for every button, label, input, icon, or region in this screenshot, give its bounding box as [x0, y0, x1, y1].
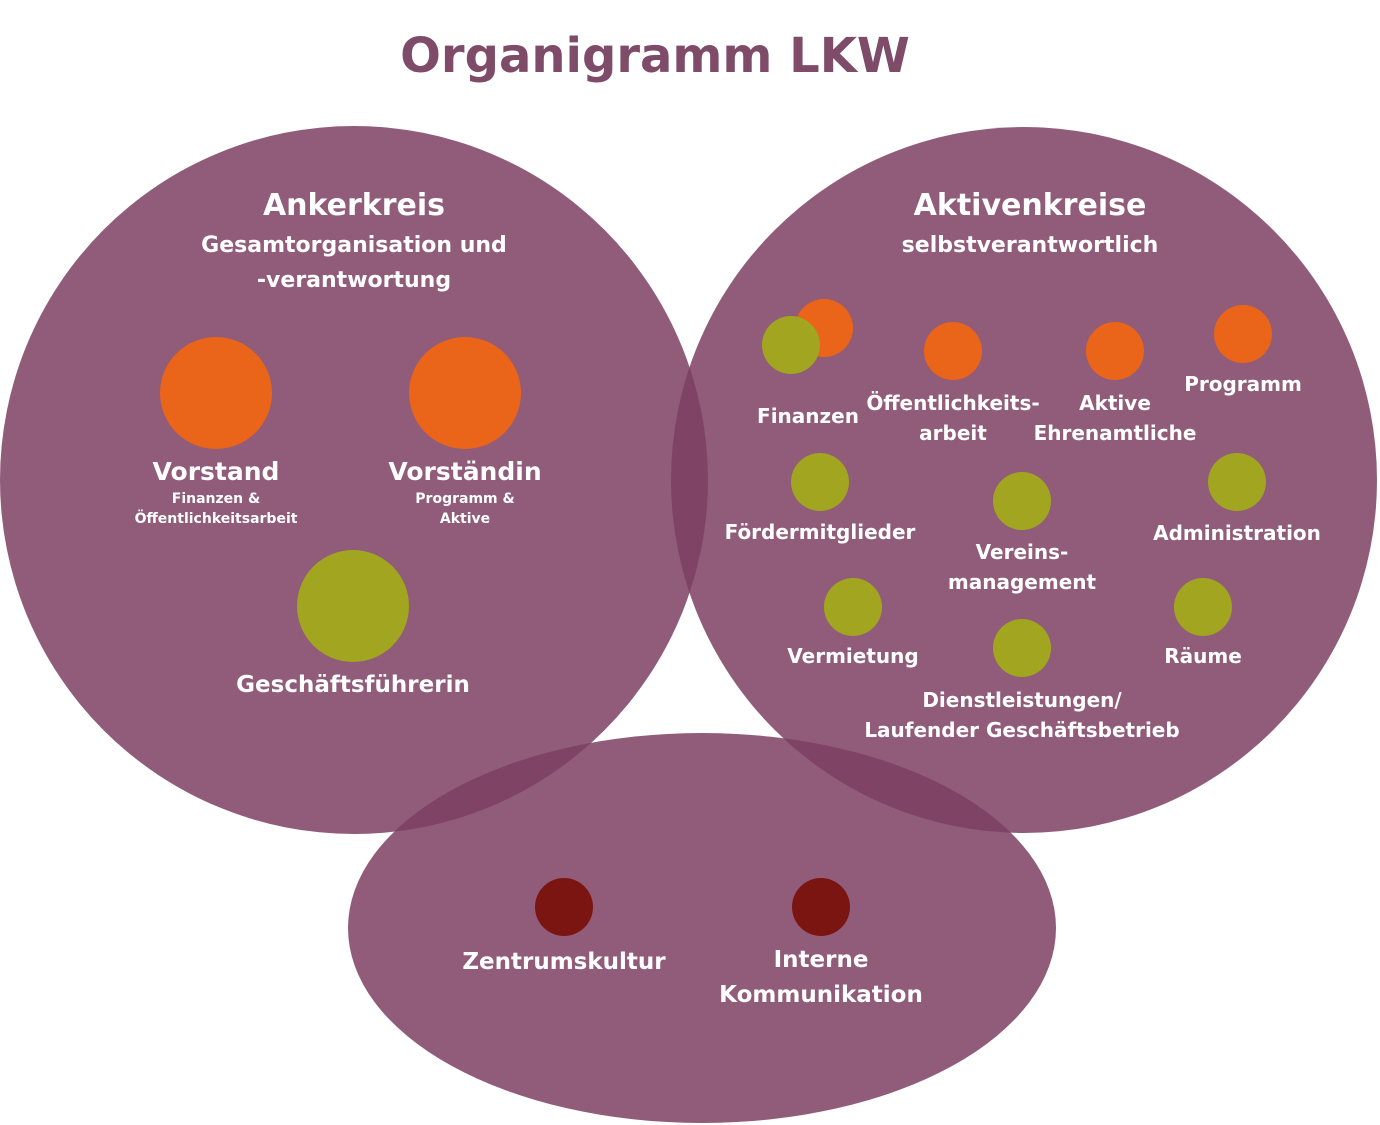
vorstaendin-node	[409, 337, 521, 449]
ankerkreis-subtitle-line1: Gesamtorganisation und	[201, 233, 507, 258]
vereinsmanagement-node	[993, 472, 1051, 530]
aktivenkreise-subtitle: selbstverantwortlich	[902, 233, 1159, 258]
oeffentlichkeitsarbeit-label-line2: arbeit	[919, 421, 987, 445]
vorstaendin-detail-line1: Programm &	[415, 491, 514, 507]
dienstleistungen-label-line2: Laufender Geschäftsbetrieb	[864, 718, 1179, 742]
vermietung-label: Vermietung	[787, 644, 918, 668]
oeffentlichkeitsarbeit-node	[924, 322, 982, 380]
foerdermitglieder-node	[791, 453, 849, 511]
raeume-label: Räume	[1164, 644, 1242, 668]
vereinsmanagement-label-line1: Vereins-	[976, 540, 1069, 564]
administration-node	[1208, 453, 1266, 511]
page-title: Organigramm LKW	[400, 28, 910, 84]
vermietung-node	[824, 578, 882, 636]
vorstaendin-detail-line2: Aktive	[440, 511, 490, 527]
kultur-ellipse	[348, 733, 1056, 1123]
dienstleistungen-label-line1: Dienstleistungen/	[922, 688, 1122, 712]
interne-kommunikation-node	[792, 878, 850, 936]
vereinsmanagement-label-line2: management	[948, 570, 1097, 594]
zentrumskultur-node	[535, 878, 593, 936]
programm-label: Programm	[1184, 372, 1302, 396]
administration-label: Administration	[1153, 521, 1321, 545]
vorstaendin-label: Vorständin	[388, 457, 541, 486]
vorstand-label: Vorstand	[153, 457, 280, 486]
vorstand-detail-line1: Finanzen &	[172, 491, 260, 507]
finanzen-label: Finanzen	[757, 404, 859, 428]
interne-kommunikation-label-line2: Kommunikation	[719, 982, 923, 1008]
aktivenkreise-heading: Aktivenkreise	[914, 188, 1147, 223]
programm-node	[1214, 305, 1272, 363]
finanzen-olive-node	[762, 316, 820, 374]
ankerkreis-circle	[0, 126, 708, 834]
aktive-ehrenamtliche-label-line2: Ehrenamtliche	[1034, 421, 1197, 445]
zentrumskultur-label: Zentrumskultur	[462, 949, 666, 975]
oeffentlichkeitsarbeit-label-line1: Öffentlichkeits-	[866, 391, 1039, 415]
raeume-node	[1174, 578, 1232, 636]
vorstand-detail-line2: Öffentlichkeitsarbeit	[135, 509, 298, 527]
ankerkreis-subtitle-line2: -verantwortung	[257, 268, 451, 293]
ankerkreis-heading: Ankerkreis	[263, 188, 445, 223]
foerdermitglieder-label: Fördermitglieder	[725, 520, 916, 544]
aktive-ehrenamtliche-node	[1086, 322, 1144, 380]
vorstand-node	[160, 337, 272, 449]
geschaeftsfuehrerin-node	[297, 550, 409, 662]
geschaeftsfuehrerin-label: Geschäftsführerin	[236, 672, 470, 698]
aktive-ehrenamtliche-label-line1: Aktive	[1079, 391, 1151, 415]
dienstleistungen-node	[993, 619, 1051, 677]
interne-kommunikation-label-line1: Interne	[774, 947, 869, 973]
